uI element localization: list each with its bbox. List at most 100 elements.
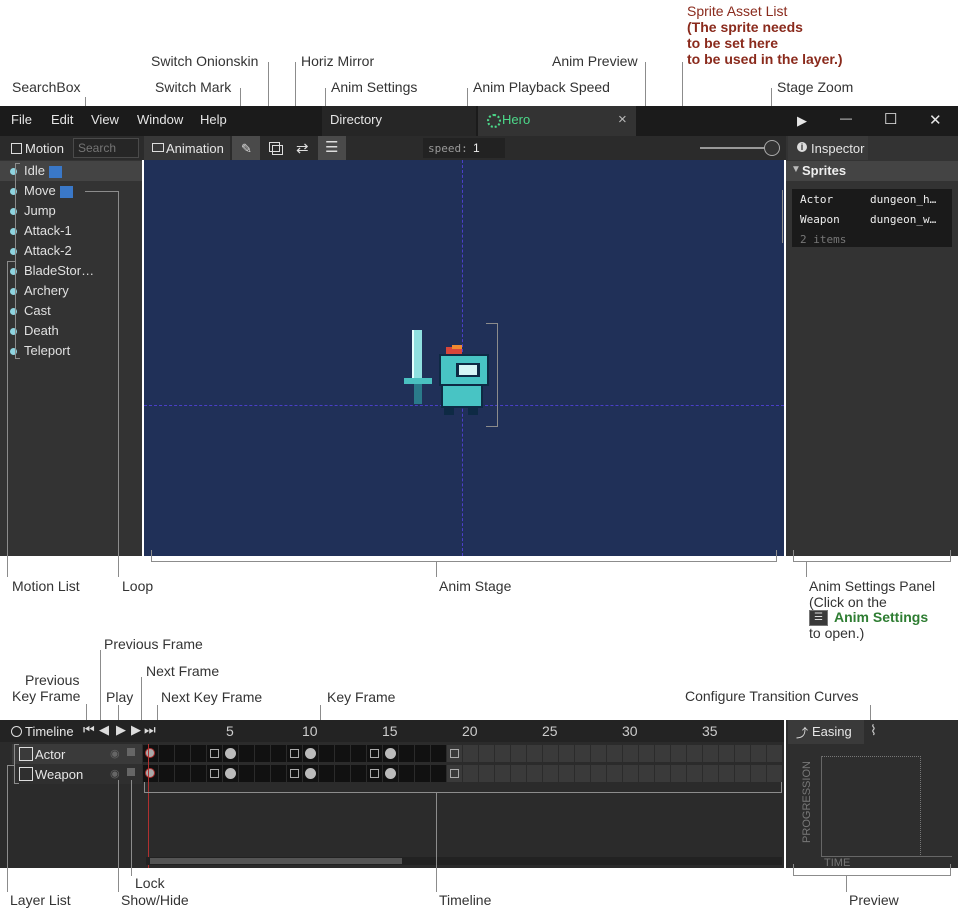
motion-item[interactable]: Attack-1 <box>10 221 72 241</box>
frame-cell[interactable] <box>415 745 430 762</box>
tab-animation[interactable]: Animation <box>144 136 230 160</box>
frame-cell[interactable] <box>143 745 158 762</box>
frame-cell[interactable] <box>495 765 510 782</box>
frame-cell[interactable] <box>255 745 270 762</box>
anim-settings-button[interactable]: ☰ <box>318 136 346 160</box>
frame-cell[interactable] <box>399 745 414 762</box>
tab-inspector[interactable]: i Inspector <box>788 136 868 160</box>
frame-cell[interactable] <box>159 745 174 762</box>
frame-cell[interactable] <box>735 765 750 782</box>
key-frame-icon[interactable] <box>225 768 236 779</box>
key-frame-icon[interactable] <box>385 748 396 759</box>
frame-cell[interactable] <box>703 745 718 762</box>
key-frame-icon[interactable] <box>225 748 236 759</box>
menu-edit[interactable]: Edit <box>51 112 74 127</box>
switch-mark-button[interactable]: ✎ <box>232 136 260 160</box>
frame-cell[interactable] <box>431 745 446 762</box>
frame-cell[interactable] <box>303 745 318 762</box>
key-frame-icon[interactable] <box>305 748 316 759</box>
key-frame-icon[interactable] <box>145 748 155 758</box>
frame-cell[interactable] <box>623 765 638 782</box>
frame-cell[interactable] <box>287 765 302 782</box>
motion-item[interactable]: Death <box>10 321 59 341</box>
eye-icon[interactable]: ◉ <box>110 768 120 780</box>
frame-cell[interactable] <box>479 745 494 762</box>
motion-item[interactable]: Idle <box>10 161 62 181</box>
frame-cell[interactable] <box>335 745 350 762</box>
frame-cell[interactable] <box>527 745 542 762</box>
frame-cell[interactable] <box>303 765 318 782</box>
frame-cell[interactable] <box>463 765 478 782</box>
lock-icon[interactable] <box>127 768 135 776</box>
frame-cell[interactable] <box>607 745 622 762</box>
sprites-section-header[interactable]: ▼ Sprites <box>786 161 958 181</box>
frame-cells[interactable] <box>143 744 783 784</box>
frame-cell[interactable] <box>575 745 590 762</box>
tab-directory[interactable]: Directory <box>322 106 476 136</box>
motion-item[interactable]: Teleport <box>10 341 70 361</box>
frame-cell[interactable] <box>719 765 734 782</box>
tab-close-icon[interactable]: × <box>618 111 627 128</box>
frame-cell[interactable] <box>239 765 254 782</box>
anim-stage[interactable] <box>144 160 784 556</box>
frame-cell[interactable] <box>207 765 222 782</box>
menu-help[interactable]: Help <box>200 112 227 127</box>
sprite-asset[interactable]: dungeon_h… <box>870 193 937 206</box>
frame-cell[interactable] <box>559 745 574 762</box>
frame-cell[interactable] <box>447 745 462 762</box>
play-window-icon[interactable]: ▶ <box>797 113 807 128</box>
frame-cell[interactable] <box>367 745 382 762</box>
frame-cell[interactable] <box>447 765 462 782</box>
frame-cell[interactable] <box>319 745 334 762</box>
frame-cell[interactable] <box>687 765 702 782</box>
frame-cell[interactable] <box>351 745 366 762</box>
layer-row-weapon[interactable]: Weapon ◉ <box>12 764 142 784</box>
frame-cell[interactable] <box>607 765 622 782</box>
frame-cell[interactable] <box>671 765 686 782</box>
frame-cell[interactable] <box>559 765 574 782</box>
frame-cell[interactable] <box>223 745 238 762</box>
layer-row-actor[interactable]: Actor ◉ <box>12 744 142 764</box>
frame-cell[interactable] <box>383 765 398 782</box>
frame-cell[interactable] <box>415 765 430 782</box>
frame-cell[interactable] <box>431 765 446 782</box>
frame-grid[interactable] <box>143 744 783 784</box>
frame-cell[interactable] <box>463 745 478 762</box>
frame-cell[interactable] <box>767 765 782 782</box>
tab-hero[interactable]: Hero × <box>478 106 636 136</box>
frame-cell[interactable] <box>751 745 766 762</box>
horizontal-scrollbar[interactable] <box>146 857 782 865</box>
frame-cell[interactable] <box>575 765 590 782</box>
frame-cell[interactable] <box>543 765 558 782</box>
previous-key-frame-icon[interactable]: ⏮ <box>83 722 95 737</box>
menu-file[interactable]: File <box>11 112 32 127</box>
loop-icon[interactable] <box>59 185 73 198</box>
frame-cell[interactable] <box>655 745 670 762</box>
tab-easing[interactable]: ⤴ Easing <box>788 720 864 744</box>
minimize-icon[interactable]: — <box>840 111 852 125</box>
scrollbar-thumb[interactable] <box>150 858 402 864</box>
frame-cell[interactable] <box>143 765 158 782</box>
key-frame-icon[interactable] <box>145 768 155 778</box>
configure-curves-button[interactable]: ⌇ <box>866 722 886 742</box>
frame-cell[interactable] <box>367 765 382 782</box>
sprite-asset[interactable]: dungeon_w… <box>870 213 937 226</box>
previous-frame-icon[interactable]: ◀ <box>99 722 109 737</box>
frame-cell[interactable] <box>223 765 238 782</box>
close-window-icon[interactable]: ✕ <box>929 112 942 129</box>
next-frame-icon[interactable]: ▶ <box>131 722 141 737</box>
next-key-frame-icon[interactable]: ⏭ <box>144 722 156 737</box>
frame-cell[interactable] <box>495 745 510 762</box>
frame-cell[interactable] <box>591 745 606 762</box>
speed-field[interactable]: speed: 1 <box>423 138 505 158</box>
frame-cell[interactable] <box>543 745 558 762</box>
frame-cell[interactable] <box>351 765 366 782</box>
frame-cell[interactable] <box>207 745 222 762</box>
loop-icon[interactable] <box>48 165 62 178</box>
frame-cell[interactable] <box>479 765 494 782</box>
key-frame-icon[interactable] <box>385 768 396 779</box>
frame-cell[interactable] <box>511 745 526 762</box>
frame-cell[interactable] <box>623 745 638 762</box>
frame-cell[interactable] <box>271 745 286 762</box>
menu-window[interactable]: Window <box>137 112 184 127</box>
